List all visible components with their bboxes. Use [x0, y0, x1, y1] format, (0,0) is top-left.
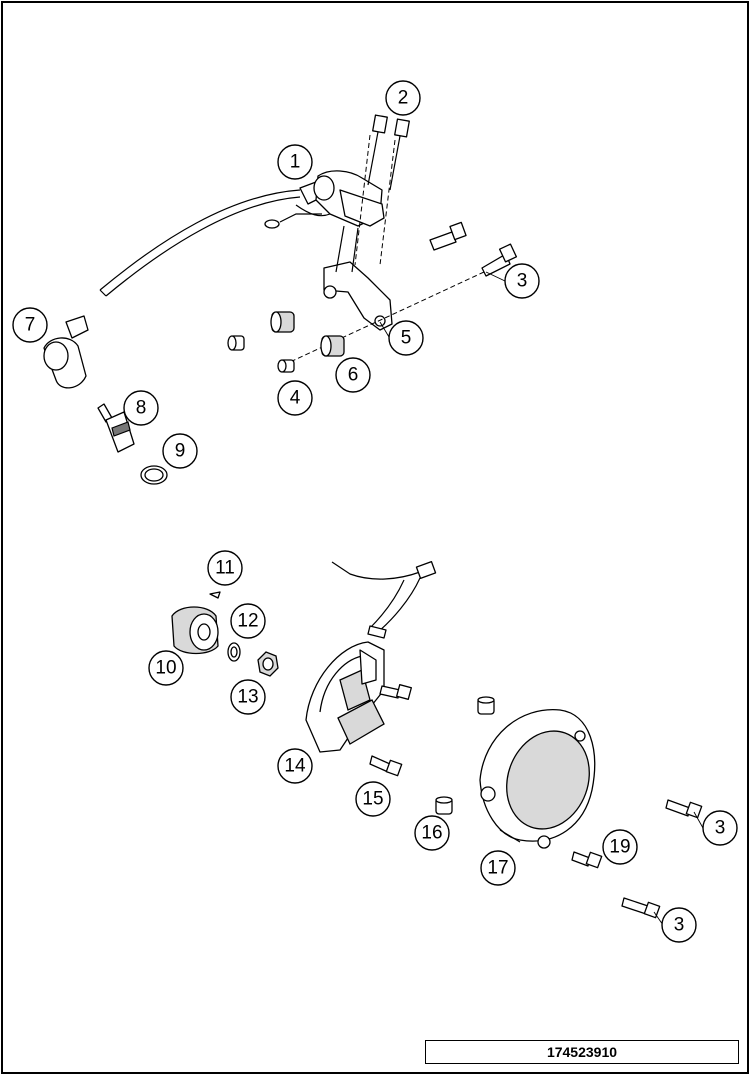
svg-text:19: 19	[609, 837, 630, 858]
callout-1: 1	[277, 144, 313, 180]
callout-3b: 3	[702, 810, 738, 846]
dowel-pins	[435, 696, 495, 815]
washer	[227, 642, 241, 662]
callout-7: 7	[12, 307, 48, 343]
callout-15: 15	[355, 781, 391, 817]
rubber-grommets	[270, 311, 345, 357]
svg-text:3: 3	[715, 818, 726, 839]
ignition-coil	[264, 170, 385, 229]
coil-bolts	[354, 114, 410, 266]
rotor-flywheel	[171, 606, 219, 655]
svg-text:6: 6	[348, 365, 359, 386]
callout-3c: 3	[661, 907, 697, 943]
callout-14: 14	[277, 748, 313, 784]
spark-plug	[97, 403, 135, 453]
drawing-number: 174523910	[546, 1044, 618, 1060]
stator	[305, 641, 385, 753]
svg-text:10: 10	[155, 658, 176, 679]
callout-12: 12	[230, 603, 266, 639]
cover-screw-3-upper	[665, 799, 703, 819]
cover-screw-3-lower	[621, 897, 661, 919]
cover-screw-19	[571, 851, 603, 869]
svg-text:9: 9	[175, 441, 186, 462]
sealing-ring	[140, 465, 168, 485]
svg-text:2: 2	[398, 88, 409, 109]
svg-text:12: 12	[237, 611, 258, 632]
callout-9: 9	[162, 433, 198, 469]
svg-text:3: 3	[674, 915, 685, 936]
svg-text:16: 16	[421, 823, 442, 844]
callout-11: 11	[207, 550, 243, 586]
callout-13: 13	[230, 679, 266, 715]
svg-text:14: 14	[284, 756, 306, 777]
svg-text:3: 3	[517, 271, 528, 292]
hex-nut	[257, 651, 279, 677]
svg-text:11: 11	[215, 558, 235, 579]
drawing-number-box: 174523910	[425, 1040, 739, 1064]
spark-plug-connector	[43, 315, 89, 389]
callout-5: 5	[388, 320, 424, 356]
ignition-cable	[99, 189, 301, 297]
callout-3a: 3	[504, 263, 540, 299]
callout-17: 17	[480, 850, 516, 886]
svg-text:15: 15	[362, 789, 383, 810]
callout-16: 16	[414, 815, 450, 851]
callout-19: 19	[602, 829, 638, 865]
callout-2: 2	[385, 80, 421, 116]
generator-cover	[479, 709, 596, 849]
svg-text:17: 17	[487, 858, 508, 879]
svg-text:13: 13	[237, 687, 258, 708]
callout-8: 8	[123, 390, 159, 426]
callout-6: 6	[335, 357, 371, 393]
callout-4: 4	[277, 380, 313, 416]
stator-screws	[369, 684, 412, 777]
svg-text:7: 7	[25, 315, 36, 336]
svg-text:5: 5	[401, 328, 412, 349]
woodruff-key	[209, 591, 221, 599]
svg-text:4: 4	[290, 388, 301, 409]
coil-bracket	[323, 225, 393, 331]
bushings	[227, 335, 295, 373]
callout-10: 10	[148, 650, 184, 686]
svg-text:8: 8	[136, 398, 147, 419]
bracket-screw-long	[429, 221, 467, 251]
svg-text:1: 1	[290, 152, 301, 173]
stator-wiring	[331, 560, 437, 639]
